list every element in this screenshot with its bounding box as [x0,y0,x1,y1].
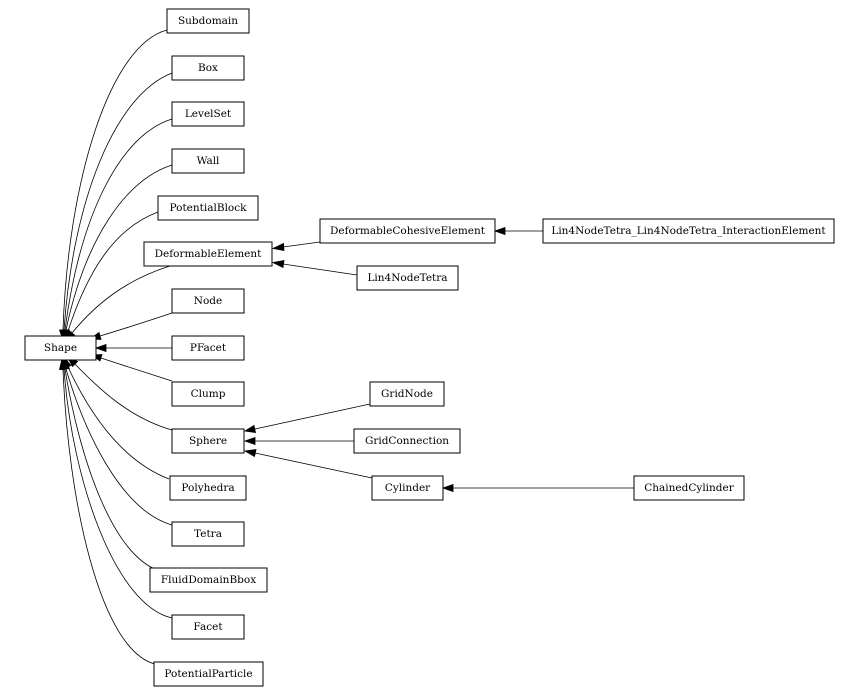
node-label: Box [198,62,218,74]
node-label: Cylinder [385,482,431,494]
edge-fluiddomainbbox-to-shape [61,357,161,572]
node-label: Tetra [194,528,222,540]
node-label: PotentialParticle [164,668,252,680]
node-gridnode[interactable]: GridNode [369,381,445,407]
node-label: Shape [44,342,77,354]
node-shape[interactable]: Shape [24,335,97,361]
node-node[interactable]: Node [171,288,245,314]
node-fluiddomainbbox[interactable]: FluidDomainBbox [149,567,268,593]
node-deformableelement[interactable]: DeformableElement [143,241,273,267]
node-label: Node [194,295,222,307]
node-label: Polyhedra [181,482,234,494]
class-nodes: Shape Subdomain Box LevelSet Wall Potent… [24,8,835,687]
node-pfacet[interactable]: PFacet [171,335,245,361]
edge-lin4tetra-interaction-to-deformablecohesiveelement [493,226,543,236]
node-facet[interactable]: Facet [171,614,245,640]
node-polyhedra[interactable]: Polyhedra [169,475,247,501]
node-label: Facet [193,621,223,633]
node-deformablecohesiveelement[interactable]: DeformableCohesiveElement [319,218,496,244]
edge-potentialparticle-to-shape [58,357,156,665]
edge-chainedcylinder-to-cylinder [441,483,634,493]
node-wall[interactable]: Wall [171,148,245,174]
node-label: GridConnection [365,435,449,447]
edge-deformableelement-to-shape [65,265,171,341]
node-tetra[interactable]: Tetra [171,521,245,547]
node-subdomain[interactable]: Subdomain [166,8,250,34]
node-potentialparticle[interactable]: PotentialParticle [153,661,264,687]
node-label: Sphere [189,435,227,447]
node-label: Lin4NodeTetra_Lin4NodeTetra_InteractionE… [551,225,826,237]
node-label: PotentialBlock [170,202,248,214]
edge-lin4nodetetra-to-deformableelement [271,260,358,276]
node-box[interactable]: Box [171,55,245,81]
node-label: Subdomain [178,15,238,27]
edge-box-to-shape [59,72,173,342]
node-label: Wall [197,155,220,167]
edge-node-to-shape [88,312,173,340]
node-cylinder[interactable]: Cylinder [371,475,444,501]
edge-tetra-to-shape [62,357,173,526]
node-label: Clump [191,388,226,400]
node-label: DeformableElement [155,248,263,260]
node-levelset[interactable]: LevelSet [171,101,245,127]
node-lin4nodetetra[interactable]: Lin4NodeTetra [356,265,459,291]
node-lin4nodetetra-lin4nodetetra-interactionelement[interactable]: Lin4NodeTetra_Lin4NodeTetra_InteractionE… [542,218,835,244]
edge-gridconnection-to-sphere [243,436,354,446]
inheritance-edges [58,29,634,665]
node-label: PFacet [190,342,227,354]
node-gridconnection[interactable]: GridConnection [353,428,461,454]
node-label: GridNode [381,388,433,400]
node-label: ChainedCylinder [644,482,734,494]
node-chainedcylinder[interactable]: ChainedCylinder [633,475,745,501]
node-clump[interactable]: Clump [171,381,245,407]
edge-clump-to-shape [90,354,173,382]
edge-pfacet-to-shape [94,343,172,353]
node-label: LevelSet [185,108,232,120]
edge-gridnode-to-sphere [243,403,371,433]
edge-deformablecohesiveelement-to-deformableelement [271,241,321,251]
edge-cylinder-to-sphere [243,449,373,479]
node-potentialblock[interactable]: PotentialBlock [157,195,259,221]
node-label: Lin4NodeTetra [367,272,447,284]
node-label: DeformableCohesiveElement [330,225,486,237]
node-sphere[interactable]: Sphere [171,428,245,454]
node-label: FluidDomainBbox [161,574,256,586]
edge-polyhedra-to-shape [64,356,170,480]
